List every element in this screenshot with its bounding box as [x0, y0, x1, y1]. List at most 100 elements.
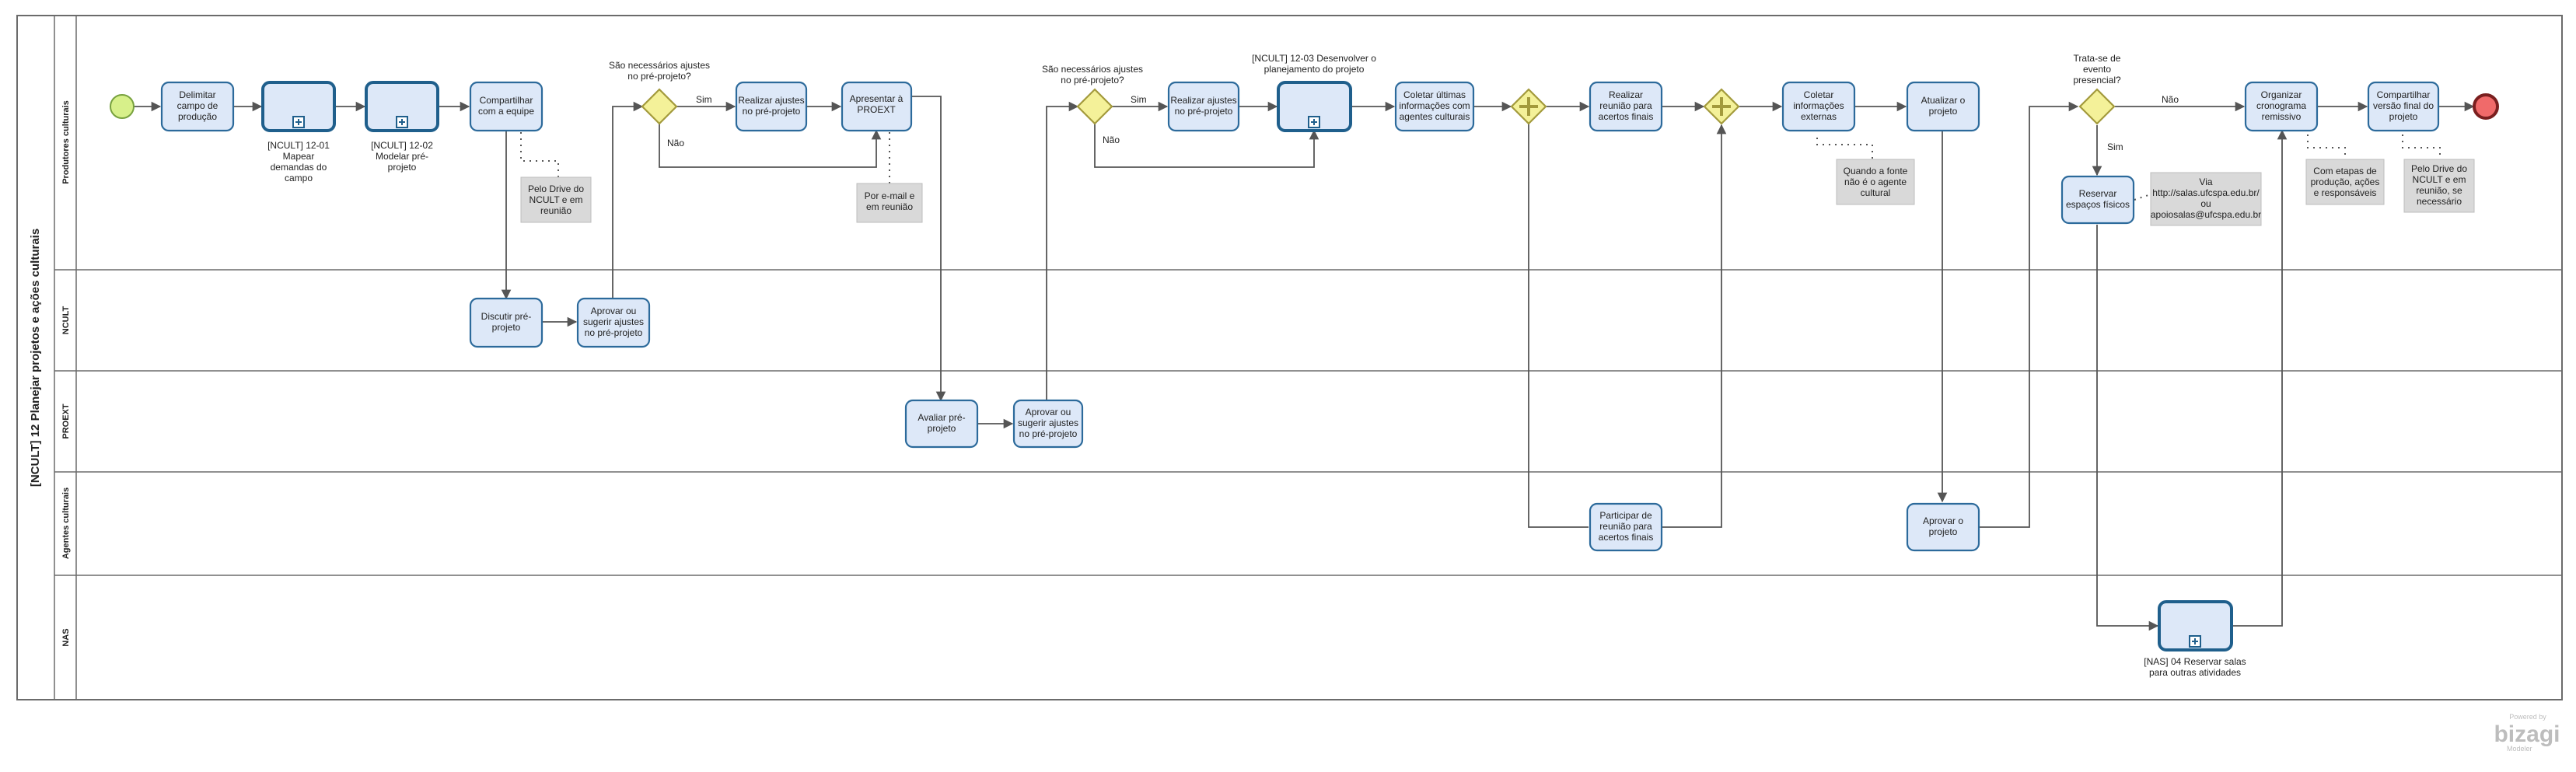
task-organizar-line1: Organizar	[2261, 89, 2302, 100]
task-aprovar-ncult[interactable]: Aprovar ou sugerir ajustes no pré-projet…	[576, 297, 651, 348]
lane-label-ncult: NCULT	[61, 306, 71, 335]
task-coletar-ultimas-line3: agentes culturais	[1400, 111, 1470, 122]
gateway-presencial-line3: presencial?	[2073, 75, 2121, 86]
task-coletar-externas-line2: informações	[1793, 100, 1844, 111]
gateway-ajustes-1[interactable]: São necessários ajustes no pré-projeto?	[609, 60, 710, 125]
task-aprovar-projeto-line1: Aprovar o	[1923, 515, 1963, 526]
task-aprovar-ncult-line2: sugerir ajustes	[583, 316, 644, 327]
annotation-drive-ncult: Pelo Drive do NCULT e em reunião	[520, 176, 592, 223]
task-coletar-ultimas[interactable]: Coletar últimas informações com agentes …	[1394, 81, 1475, 132]
task-realizar-reuniao[interactable]: Realizar reunião para acertos finais	[1589, 81, 1663, 132]
task-apresentar-line2: PROEXT	[857, 104, 896, 115]
annotation-email: Por e-mail e em reunião	[856, 183, 923, 223]
expand-plus-icon	[295, 119, 302, 125]
subprocess-mapear-line1: [NCULT] 12-01	[267, 140, 330, 151]
annotation-1-line1: Pelo Drive do	[528, 183, 584, 194]
subprocess-nas04[interactable]: [NAS] 04 Reservar salas para outras ativ…	[2144, 600, 2246, 678]
task-discutir-line2: projeto	[492, 322, 521, 333]
task-apresentar[interactable]: Apresentar à PROEXT	[841, 81, 913, 132]
annotation-fonte: Quando a fonte não é o agente cultural	[1836, 159, 1915, 205]
annotation-2-line1: Por e-mail e	[865, 190, 915, 201]
task-compartilhar-final[interactable]: Compartilhar versão final do projeto	[2367, 81, 2440, 132]
task-aprovar-ncult-line3: no pré-projeto	[585, 327, 643, 338]
lane-label-produtores: Produtores culturais	[61, 100, 71, 184]
task-realizar-reuniao-line2: reunião para	[1599, 100, 1652, 111]
sequence-flows	[134, 96, 2475, 631]
task-reservar[interactable]: Reservar espaços físicos	[2060, 175, 2135, 225]
task-aprovar-proext[interactable]: Aprovar ou sugerir ajustes no pré-projet…	[1012, 399, 1084, 449]
task-realizar-reuniao-line1: Realizar	[1609, 89, 1643, 100]
annotation-1-line3: reunião	[540, 205, 571, 216]
lane-label-agentes: Agentes culturais	[61, 487, 71, 559]
bizagi-logo: Powered by bizagi Modeler	[2494, 713, 2560, 753]
annotation-4-line4: apoiosalas@ufcspa.edu.br	[2151, 209, 2261, 220]
task-realizar-1-line2: no pré-projeto	[743, 106, 801, 117]
annotation-4-line1: Via	[2199, 176, 2212, 187]
parallel-gateway-2[interactable]	[1703, 88, 1740, 125]
task-discutir-line1: Discutir pré-	[481, 311, 532, 322]
task-atualizar[interactable]: Atualizar o projeto	[1906, 81, 1980, 132]
task-reservar-line1: Reservar	[2079, 188, 2117, 199]
task-aprovar-projeto-line2: projeto	[1929, 526, 1958, 537]
task-compartilhar-line1: Compartilhar	[480, 95, 533, 106]
task-aprovar-projeto[interactable]: Aprovar o projeto	[1906, 502, 1980, 552]
task-coletar-ultimas-line2: informações com	[1399, 100, 1470, 111]
subprocess-nas04-line1: [NAS] 04 Reservar salas	[2144, 656, 2246, 667]
task-delimitar-line2: campo de	[177, 100, 218, 111]
task-realizar-ajustes-1[interactable]: Realizar ajustes no pré-projeto	[735, 81, 808, 132]
task-realizar-ajustes-2[interactable]: Realizar ajustes no pré-projeto	[1167, 81, 1240, 132]
flow-label-sim-2: Sim	[1131, 94, 1147, 105]
task-reservar-line2: espaços físicos	[2066, 199, 2130, 210]
gateway-ajustes-2-line1: São necessários ajustes	[1042, 64, 1143, 75]
task-realizar-reuniao-line3: acertos finais	[1599, 111, 1654, 122]
annotation-4-line2: http://salas.ufcspa.edu.br/	[2152, 187, 2260, 198]
subprocess-desenvolver-line1: [NCULT] 12-03 Desenvolver o	[1252, 53, 1376, 64]
task-delimitar[interactable]: Delimitar campo de produção	[160, 81, 235, 132]
task-compartilhar-final-line3: projeto	[2389, 111, 2418, 122]
task-participar-line1: Participar de	[1599, 510, 1652, 521]
task-realizar-2-line2: no pré-projeto	[1175, 106, 1233, 117]
annotation-5-line1: Com etapas de	[2313, 166, 2377, 176]
flow-label-nao-3: Não	[2162, 94, 2179, 105]
task-organizar-line2: cronograma	[2256, 100, 2306, 111]
task-realizar-1-line1: Realizar ajustes	[738, 95, 804, 106]
parallel-gateway-1[interactable]	[1510, 88, 1547, 125]
task-delimitar-line3: produção	[178, 111, 217, 122]
lane-label-proext: PROEXT	[61, 403, 71, 439]
subprocess-mapear[interactable]: [NCULT] 12-01 Mapear demandas do campo	[261, 81, 336, 183]
annotation-drive-final: Pelo Drive do NCULT e em reunião, se nec…	[2403, 159, 2475, 213]
flow-label-nao-2: Não	[1103, 134, 1120, 145]
subprocess-mapear-line4: campo	[285, 173, 313, 183]
task-coletar-externas[interactable]: Coletar informações externas	[1781, 81, 1856, 132]
task-compartilhar[interactable]: Compartilhar com a equipe	[469, 81, 544, 132]
subprocess-modelar-line3: projeto	[388, 162, 417, 173]
annotation-4-line3: ou	[2200, 198, 2211, 209]
task-compartilhar-line2: com a equipe	[478, 106, 534, 117]
flow-label-sim-1: Sim	[696, 94, 712, 105]
annotation-3-line3: cultural	[1861, 187, 1891, 198]
task-participar[interactable]: Participar de reunião para acertos finai…	[1589, 502, 1663, 552]
task-organizar[interactable]: Organizar cronograma remissivo	[2244, 81, 2319, 132]
subprocess-modelar-line1: [NCULT] 12-02	[371, 140, 433, 151]
task-compartilhar-final-line2: versão final do	[2373, 100, 2434, 111]
task-discutir[interactable]: Discutir pré- projeto	[469, 297, 544, 348]
annotation-1-line2: NCULT e em	[530, 194, 583, 205]
annotation-6-line4: necessário	[2417, 196, 2462, 207]
task-aprovar-proext-line1: Aprovar ou	[1026, 407, 1071, 417]
task-aprovar-proext-line3: no pré-projeto	[1019, 428, 1078, 439]
subprocess-desenvolver[interactable]: [NCULT] 12-03 Desenvolver o planejamento…	[1252, 53, 1376, 132]
gateway-presencial[interactable]: Trata-se de evento presencial?	[2073, 53, 2121, 125]
task-aprovar-ncult-line1: Aprovar ou	[591, 306, 637, 316]
annotation-3-line2: não é o agente	[1844, 176, 1907, 187]
end-event[interactable]	[2473, 93, 2499, 120]
gateway-ajustes-2-line2: no pré-projeto?	[1061, 75, 1124, 86]
annotation-etapas: Com etapas de produção, ações e responsá…	[2305, 159, 2385, 205]
subprocess-modelar[interactable]: [NCULT] 12-02 Modelar pré- projeto	[365, 81, 439, 173]
lane-label-nas: NAS	[61, 628, 71, 646]
gateway-presencial-line1: Trata-se de	[2074, 53, 2121, 64]
task-avaliar[interactable]: Avaliar pré- projeto	[904, 399, 979, 449]
annotation-salas: Via http://salas.ufcspa.edu.br/ ou apoio…	[2150, 172, 2262, 226]
gateway-ajustes-2[interactable]: São necessários ajustes no pré-projeto?	[1042, 64, 1143, 125]
start-event[interactable]	[110, 94, 135, 119]
